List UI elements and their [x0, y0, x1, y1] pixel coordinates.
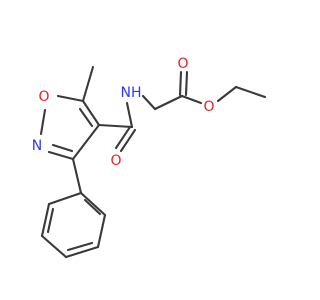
bond-ph-inner-1	[83, 198, 102, 216]
bond-ch2-ester-c	[153, 94, 184, 111]
atom-o4-label: O	[203, 99, 214, 115]
bond-nh-ch2	[141, 94, 157, 111]
atom-o3-label: O	[177, 56, 188, 72]
atom-labels: O N O NH O O	[32, 56, 215, 169]
bond-amide-co-b	[119, 128, 137, 153]
bond-ph-1	[79, 191, 107, 217]
bond-ph-3	[64, 245, 100, 259]
bond-ph-5	[40, 202, 51, 238]
bond-c3-phenyl	[71, 157, 83, 195]
bonds	[39, 65, 267, 259]
atom-o1-label: O	[38, 89, 49, 105]
bond-ph-inner-3	[46, 207, 55, 234]
bond-ph-6	[47, 191, 83, 206]
molecule-structure: O N O NH O O	[32, 56, 267, 259]
bond-c4-c5	[81, 99, 101, 127]
bond-n1-c3	[47, 150, 75, 161]
bond-o-ethyl-ch2	[216, 85, 238, 103]
bond-ester-co-b	[184, 70, 189, 97]
bond-amide-co-a	[114, 125, 132, 150]
bond-ph-inner-2	[66, 241, 94, 252]
bond-o1-n1	[39, 108, 47, 136]
bond-ph-2	[96, 213, 107, 249]
bond-n1-c3-inner	[51, 143, 74, 153]
atom-n1-label: N	[32, 138, 42, 154]
bond-c4-c5-inner	[78, 107, 94, 128]
bond-ethyl-ch2-ch3	[234, 85, 267, 99]
atom-o2-label: O	[110, 153, 121, 169]
bond-c4-amide-c	[97, 123, 134, 129]
bond-c5-o1	[56, 94, 85, 103]
bond-c3-c4	[71, 123, 101, 161]
bond-ester-co-a	[178, 70, 183, 97]
bond-ester-c-o	[180, 94, 203, 105]
bond-amide-c-nh	[125, 101, 134, 129]
bond-methyl-c5	[81, 65, 95, 103]
atom-n2-label: NH	[121, 85, 142, 101]
bond-ph-4	[40, 234, 68, 259]
